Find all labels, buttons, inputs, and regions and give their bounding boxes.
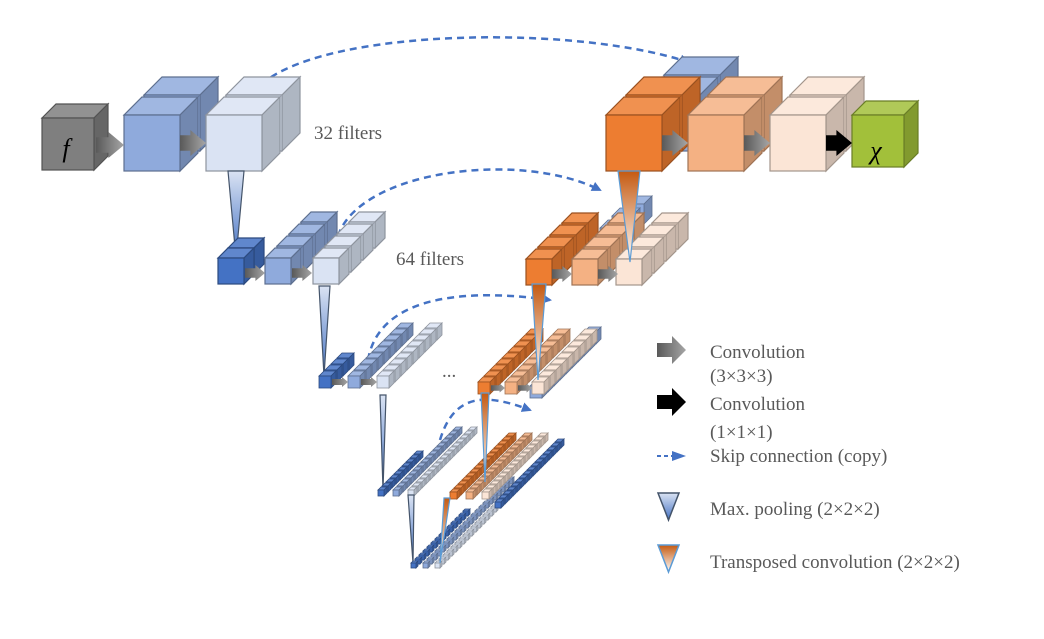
feature-cube (392, 486, 403, 497)
feature-cube (768, 95, 846, 173)
conv1x1-arrow (826, 130, 852, 156)
feature-cube (531, 376, 550, 395)
legend-item-conv1 (657, 388, 686, 416)
conv3x3-arrow (245, 265, 265, 281)
enc4-pool-stack (377, 450, 424, 497)
feature-cube (216, 246, 256, 286)
output-block (850, 99, 920, 169)
feature-cube (410, 560, 419, 569)
legend-label: Convolution (710, 394, 806, 415)
feature-cube (422, 560, 431, 569)
enc4-conv2-stack (407, 426, 478, 497)
conv3x3-arrow (552, 266, 572, 282)
dec3-up-stack (477, 328, 544, 395)
conv3x3-arrow (361, 377, 377, 387)
dashed-arrow-icon (657, 451, 686, 461)
feature-cube (614, 247, 654, 287)
legend-label: Max. pooling (2×2×2) (710, 499, 880, 520)
maxpool-triangle (407, 494, 415, 564)
legend-item-conv3 (657, 336, 686, 364)
conv-arrows (96, 130, 852, 393)
dec4-conv1-stack (465, 432, 533, 500)
feature-cube (413, 450, 424, 461)
maxpool-triangle (227, 170, 245, 259)
feature-cube (481, 488, 493, 500)
legend-label: Convolution (710, 342, 806, 363)
bottom-pool-stack (410, 508, 471, 569)
feature-cube (434, 560, 443, 569)
dec2-conv2-stack (614, 211, 690, 287)
legend-label: Skip connection (copy) (710, 446, 887, 467)
skip-connection-level3 (366, 293, 552, 361)
level-label-64: 64 filters (396, 249, 464, 270)
skip-connection-level2 (336, 168, 602, 237)
ellipsis: ... (442, 361, 456, 382)
dec1-conv2-stack (768, 75, 866, 173)
input-block (40, 102, 110, 172)
feature-cube (686, 95, 764, 173)
feature-cube (377, 486, 388, 497)
conv3x3-arrow (518, 383, 532, 393)
conv3x3-arrow (598, 266, 618, 282)
feature-blocks (40, 55, 920, 569)
skip-connection-level4 (438, 398, 532, 441)
feature-cube (465, 488, 477, 500)
transposed-conv-triangle (439, 497, 451, 564)
maxpool-triangle (318, 285, 331, 377)
conv3x3-arrow (180, 130, 206, 156)
skip-connection-level1 (246, 36, 690, 105)
black-arrow-icon (657, 388, 686, 416)
transposed-conv-triangle (531, 283, 547, 381)
feature-cube (401, 462, 412, 473)
conv3x3-arrow (96, 132, 124, 158)
enc1-conv2-stack (204, 75, 302, 173)
dec4-conv2-stack (481, 432, 549, 500)
legend-item-transposed (656, 544, 681, 575)
feature-cube (570, 247, 610, 287)
level-label-32: 32 filters (314, 123, 382, 144)
dec4-skip-copy-stack (494, 438, 565, 509)
conv3x3-arrow (292, 265, 312, 281)
enc2-conv1-stack (263, 210, 339, 286)
transposed-conv-triangle (617, 170, 641, 263)
enc3-conv2-stack (376, 322, 443, 389)
legend-item-maxpool (656, 492, 681, 523)
feature-cube (494, 498, 505, 509)
dec1-up-stack (604, 75, 702, 173)
legend-sublabel: (3×3×3) (710, 366, 773, 387)
orange-triangle-icon (656, 544, 681, 575)
output-symbol: χ (867, 136, 882, 165)
legend-sublabel: (1×1×1) (710, 422, 773, 443)
feature-cube (376, 370, 395, 389)
input-symbol: f (62, 134, 73, 163)
enc2-pool-stack (216, 236, 266, 286)
enc2-conv2-stack (311, 210, 387, 286)
gray-arrow-icon (657, 336, 686, 364)
blue-triangle-icon (656, 492, 681, 523)
enc3-conv1-stack (347, 322, 414, 389)
feature-cube (604, 95, 682, 173)
legend (656, 336, 686, 575)
conv3x3-arrow (332, 377, 348, 387)
feature-cube (263, 246, 303, 286)
feature-cube (122, 95, 200, 173)
feature-cube (311, 246, 351, 286)
conv3x3-arrow (491, 383, 505, 393)
feature-cube (449, 488, 461, 500)
dec3-conv2-stack (531, 328, 598, 395)
bottom-conv2-stack (434, 476, 527, 569)
enc4-conv1-stack (392, 426, 463, 497)
legend-label: Transposed convolution (2×2×2) (710, 552, 960, 573)
feature-cube (204, 95, 282, 173)
feature-cube (524, 247, 564, 287)
conv3x3-arrow (662, 130, 688, 156)
legend-item-skip (657, 451, 686, 461)
conv3x3-arrow (744, 130, 770, 156)
maxpool-triangle (379, 394, 387, 491)
transposed-conv-triangle (480, 392, 490, 483)
enc1-conv1-stack (122, 75, 220, 173)
